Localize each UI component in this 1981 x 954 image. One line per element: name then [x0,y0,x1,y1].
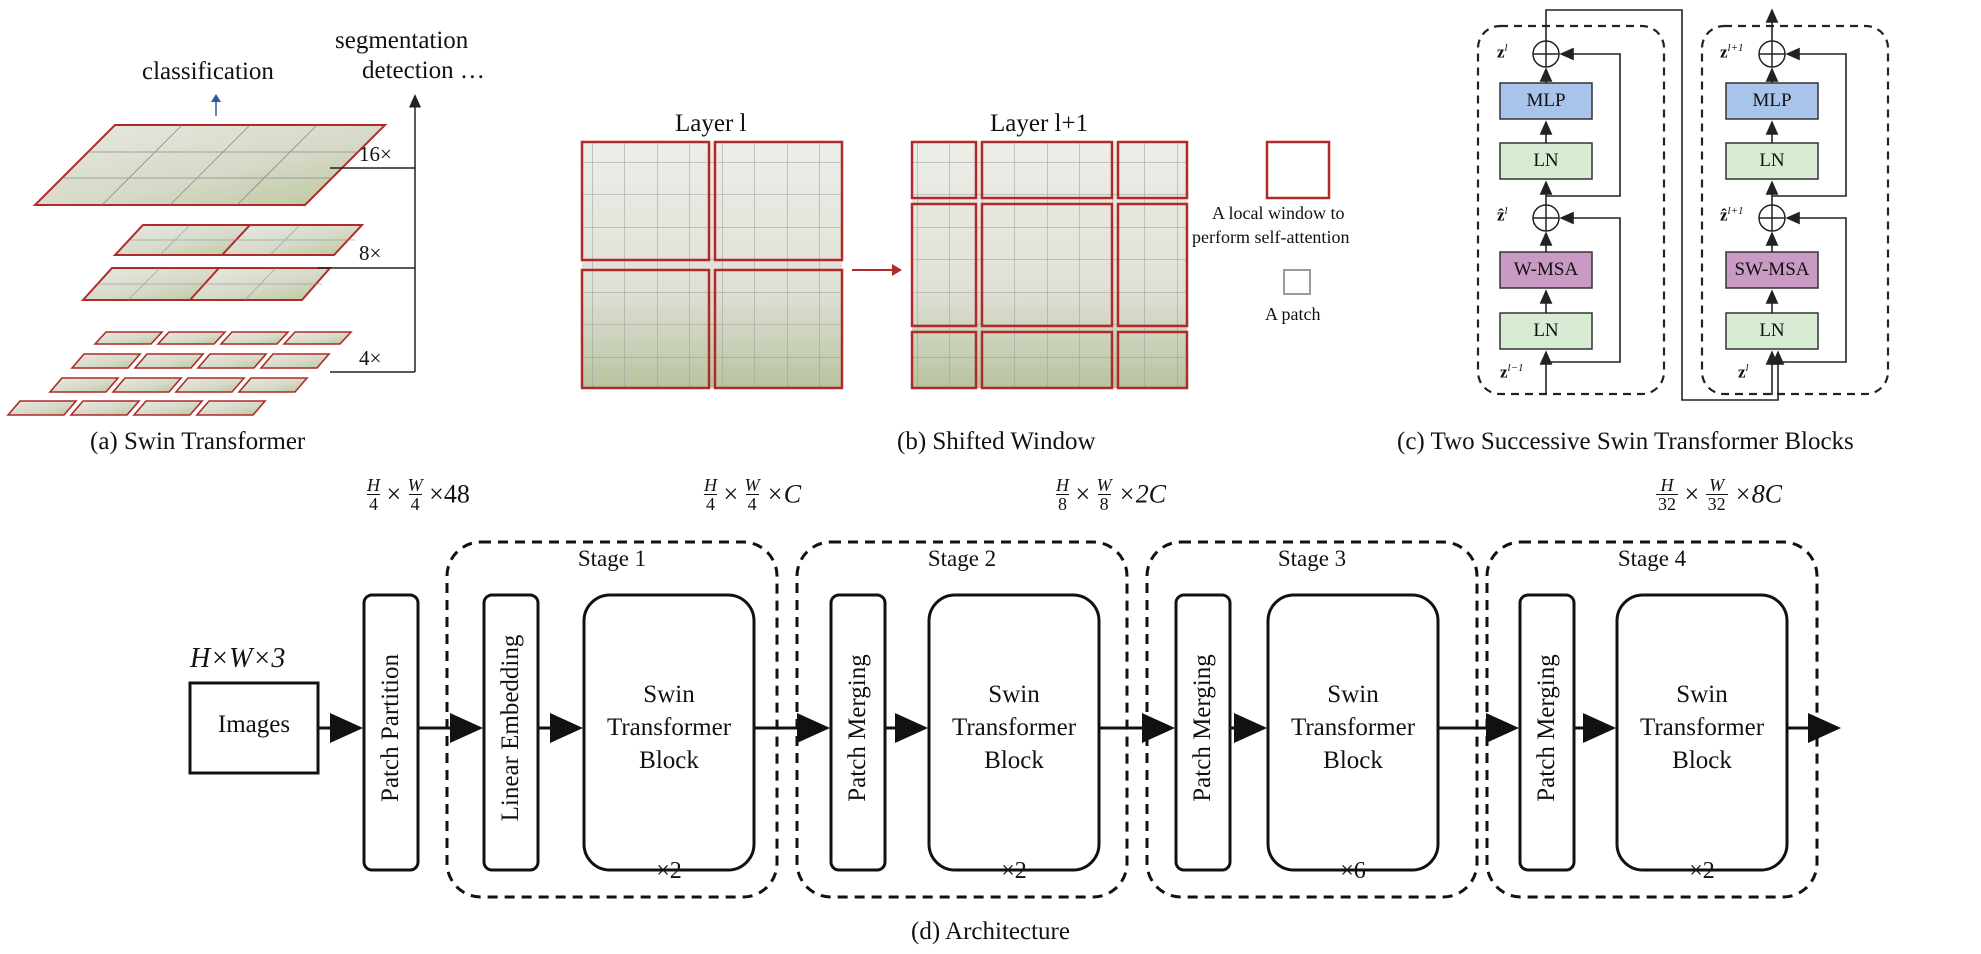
block2-mlp-label: MLP [1752,90,1792,111]
stage2-prefix-label: Patch Merging [844,654,871,802]
block2-z-out: zl+1 [1720,42,1744,62]
stage4-repeat: ×2 [1689,858,1715,884]
stage2-title: Stage 2 [927,546,997,571]
legend-patch-swatch [1283,269,1311,295]
caption-d: (d) Architecture [911,918,1070,945]
layer-4x [6,331,353,416]
layer-8x [80,224,365,301]
block1-z-in: zl−1 [1500,362,1524,382]
block1-wmsa-label: W-MSA [1513,259,1579,280]
stage1-block-box [582,593,756,872]
stage4-prefix-label: Patch Merging [1533,654,1560,802]
stage4-block-box [1615,593,1789,872]
stage3-title: Stage 3 [1277,546,1347,571]
block2-mlp [1725,82,1819,120]
block1-mlp-label: MLP [1526,90,1566,111]
panel-a-diagram [6,94,421,416]
panel-b-diagram [580,140,1331,390]
classification-label: classification [142,58,274,85]
stage3-prefix-label: Patch Merging [1189,654,1216,802]
scale-16x: 16× [359,142,392,166]
block2-swmsa-label: SW-MSA [1734,259,1810,280]
legend-window-swatch [1265,140,1331,200]
layer-l-label: Layer l [675,110,747,137]
detection-label: detection … [362,57,485,84]
block1-ln-bottom [1499,312,1593,350]
patch-partition-box [362,593,420,872]
images-box [188,681,320,775]
layer-l1-label: Layer l+1 [990,110,1089,137]
stage1-title: Stage 1 [577,546,647,571]
block2-z-in: zl [1738,362,1749,382]
stage2-prefix-box [829,593,887,872]
scale-4x: 4× [359,346,382,370]
caption-b: (b) Shifted Window [897,428,1096,455]
caption-a: (a) Swin Transformer [90,428,306,455]
block1-z-out: zl [1497,42,1508,62]
stage2-block-box [927,593,1101,872]
stage3-block-box [1266,593,1440,872]
input-dims: H×W×3 [190,643,286,674]
legend-window-line1: A local window to [1212,203,1345,223]
layer-l-windows [580,140,844,390]
block1-wmsa [1499,251,1593,289]
block1-z-hat: ẑl [1497,205,1508,225]
stage4-title: Stage 4 [1617,546,1687,571]
block2-ln-top [1725,142,1819,180]
layer-l1-windows [910,140,1189,390]
stage3-repeat: ×6 [1340,858,1366,884]
images-label: Images [217,711,291,738]
patch-partition-label: Patch Partition [377,654,404,802]
scale-8x: 8× [359,241,382,265]
stage1-repeat: ×2 [656,858,682,884]
block2-swmsa [1725,251,1819,289]
stage1-prefix-box [482,593,540,872]
stage2-repeat: ×2 [1001,858,1027,884]
stage4-prefix-box [1518,593,1576,872]
panel-d-diagram [188,540,1841,899]
stage3-prefix-box [1174,593,1232,872]
block1-ln-top-label: LN [1533,150,1559,171]
legend-window-line2: perform self-attention [1192,227,1350,247]
block2-ln-bottom-label: LN [1759,320,1785,341]
segmentation-label: segmentation [335,27,469,54]
block2-z-hat: ẑl+1 [1720,205,1744,225]
block1-ln-bottom-label: LN [1533,320,1559,341]
stage1-prefix-label: Linear Embedding [497,634,524,822]
block2-ln-top-label: LN [1759,150,1785,171]
layer-16x [32,124,388,206]
block1-mlp [1499,82,1593,120]
legend-patch-label: A patch [1265,304,1321,324]
caption-c: (c) Two Successive Swin Transformer Bloc… [1397,428,1854,455]
panel-c-diagram [1476,8,1890,401]
